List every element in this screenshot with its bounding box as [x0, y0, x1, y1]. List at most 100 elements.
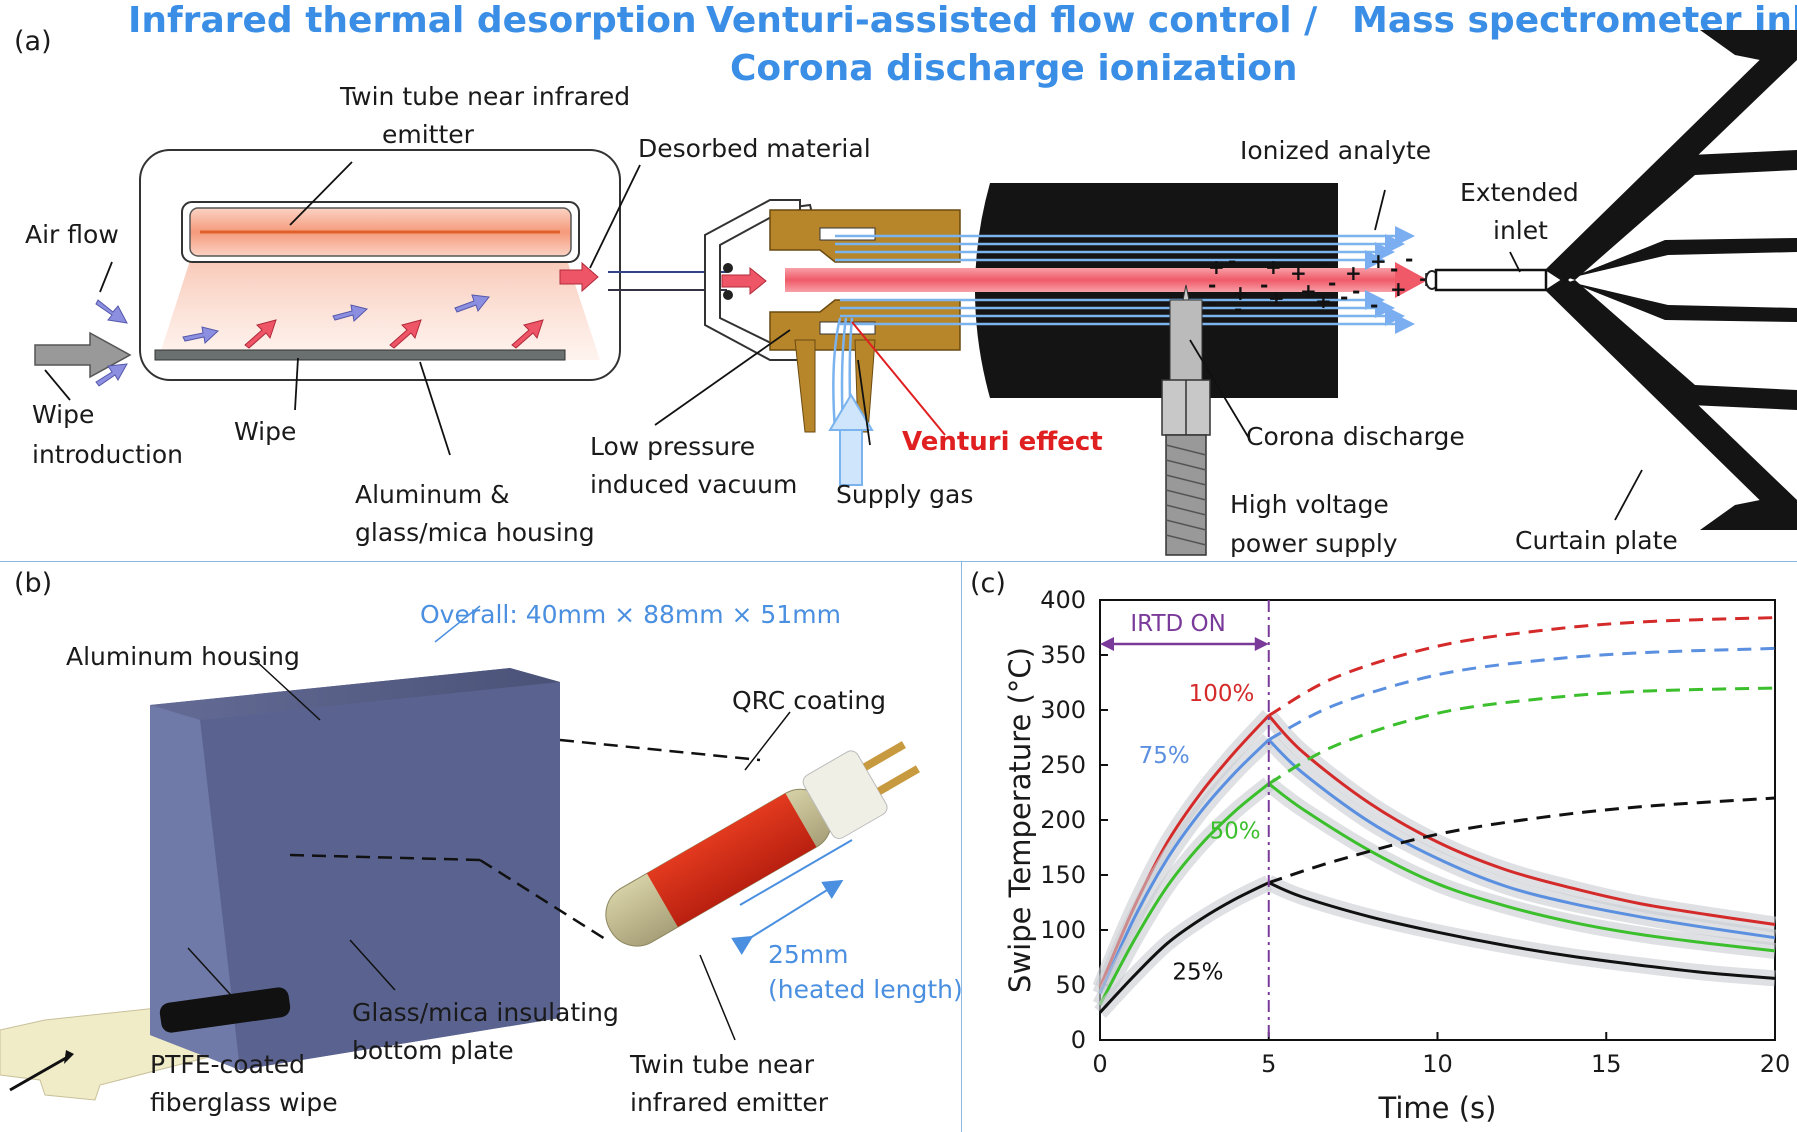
curtain-plate	[1545, 30, 1797, 530]
series-label: 50%	[1209, 819, 1260, 845]
svg-text:+: +	[1390, 277, 1407, 301]
wipe-plate	[154, 349, 566, 361]
arrow-left-icon	[1100, 637, 1114, 651]
venturi-leader	[851, 321, 946, 436]
divider-horizontal	[0, 561, 1797, 562]
svg-text:+: +	[1315, 289, 1332, 313]
series-projection-25pct	[1268, 796, 1776, 885]
label-twin-2: infrared emitter	[630, 1088, 829, 1117]
svg-text:-: -	[1340, 285, 1348, 309]
series-projection-75pct	[1268, 646, 1776, 742]
label-overall: Overall: 40mm × 88mm × 51mm	[420, 600, 841, 629]
series-label: 100%	[1189, 681, 1255, 707]
series-label: 25%	[1172, 960, 1223, 986]
label-low-pressure-2: induced vacuum	[590, 470, 798, 499]
label-wipe-intro-2: introduction	[32, 440, 183, 469]
label-wipe-intro-1: Wipe	[32, 400, 95, 429]
svg-text:-: -	[1320, 251, 1328, 275]
svg-text:+: +	[1268, 286, 1285, 310]
label-glass-1: Glass/mica insulating	[352, 998, 619, 1027]
x-tick-label: 15	[1591, 1050, 1622, 1078]
svg-text:+: +	[1208, 255, 1225, 279]
svg-text:-: -	[1352, 279, 1360, 303]
y-tick-label: 250	[1040, 751, 1086, 779]
y-tick-label: 100	[1040, 916, 1086, 944]
leader-lines-b	[187, 659, 791, 1041]
series-line-100pct	[1267, 714, 1776, 926]
label-twin-1: Twin tube near	[630, 1050, 814, 1079]
series-line-25pct	[1098, 881, 1270, 1014]
label-extended-2: inlet	[1493, 216, 1548, 245]
x-tick-label: 20	[1760, 1050, 1791, 1078]
y-tick-label: 350	[1040, 641, 1086, 669]
y-tick-label: 150	[1040, 861, 1086, 889]
x-tick-label: 0	[1092, 1050, 1107, 1078]
label-ionized-analyte: Ionized analyte	[1240, 136, 1432, 165]
label-glass-2: bottom plate	[352, 1036, 514, 1065]
header-venturi-2: Corona discharge ionization	[730, 48, 1298, 89]
y-axis-label: Swipe Temperature (°C)	[1003, 647, 1037, 993]
series-projection-100pct	[1268, 616, 1776, 717]
svg-text:+: +	[1370, 249, 1387, 273]
irtd-on-label: IRTD ON	[1130, 611, 1225, 637]
svg-text:+: +	[1232, 281, 1249, 305]
y-tick-label: 200	[1040, 806, 1086, 834]
series-projection-50pct	[1268, 686, 1776, 786]
chart-series: 100% 75% 50% 25%	[1092, 616, 1777, 1018]
label-curtain-plate: Curtain plate	[1515, 526, 1678, 555]
svg-text:+: +	[1345, 261, 1362, 285]
label-aluminum-housing: Aluminum housing	[66, 642, 300, 671]
series-line-50pct	[1098, 782, 1270, 1006]
y-tick-label: 50	[1055, 971, 1086, 999]
svg-text:-: -	[1208, 291, 1216, 315]
svg-text:-: -	[1370, 293, 1378, 317]
x-tick-label: 10	[1422, 1050, 1453, 1078]
svg-text:+: +	[1290, 261, 1307, 285]
svg-text:-: -	[1390, 257, 1398, 281]
label-extended-1: Extended	[1460, 178, 1579, 207]
panel-b-rendering	[0, 605, 920, 1101]
label-supply-gas: Supply gas	[836, 480, 974, 509]
panel-a-schematic: +-++ -++- -+-+ --+ --++ ---+	[34, 30, 1797, 556]
label-emitter-1: Twin tube near infrared	[340, 82, 631, 111]
label-venturi-effect: Venturi effect	[902, 427, 1103, 457]
arrow-right-icon	[1254, 637, 1269, 651]
desorbed-arrows	[244, 261, 599, 349]
label-air-flow: Air flow	[25, 220, 119, 249]
y-tick-label: 300	[1040, 696, 1086, 724]
svg-text:-: -	[1405, 247, 1413, 271]
extended-inlet	[1434, 268, 1548, 292]
svg-text:-: -	[1228, 249, 1236, 273]
header-irtd: Infrared thermal desorption	[128, 0, 697, 41]
twin-tube-emitter	[605, 741, 920, 947]
panel-b-label: (b)	[14, 568, 53, 599]
panel-a-label: (a)	[14, 26, 52, 57]
label-low-pressure-1: Low pressure	[590, 432, 756, 461]
series-line-50pct	[1267, 782, 1776, 953]
x-axis-label: Time (s)	[1378, 1091, 1497, 1125]
supply-gas-arrow-icon	[828, 393, 874, 431]
panel-c-label: (c)	[970, 568, 1006, 599]
hv-screw	[1161, 379, 1211, 556]
series-label: 75%	[1139, 743, 1190, 769]
series-line-75pct	[1098, 738, 1270, 995]
label-corona-discharge: Corona discharge	[1246, 422, 1465, 451]
label-heated-1: 25mm	[768, 940, 849, 969]
label-hv-1: High voltage	[1230, 490, 1389, 519]
venturi-housing-outline	[704, 199, 801, 361]
label-qrc-coating: QRC coating	[732, 686, 887, 715]
divider-vertical	[961, 561, 962, 1132]
svg-text:+: +	[1265, 255, 1282, 279]
svg-text:+: +	[1300, 279, 1317, 303]
ion-beam	[785, 268, 1405, 292]
chart-annotations	[1100, 600, 1270, 1040]
leader-lines	[44, 161, 1643, 521]
label-emitter-2: emitter	[382, 120, 474, 149]
air-flow-arrows	[95, 294, 490, 387]
y-tick-label: 400	[1040, 586, 1086, 614]
label-housing-1: Aluminum &	[355, 480, 510, 509]
y-tick-label: 0	[1071, 1026, 1086, 1054]
label-ptfe-1: PTFE-coated	[150, 1050, 305, 1079]
x-tick-label: 5	[1261, 1050, 1276, 1078]
